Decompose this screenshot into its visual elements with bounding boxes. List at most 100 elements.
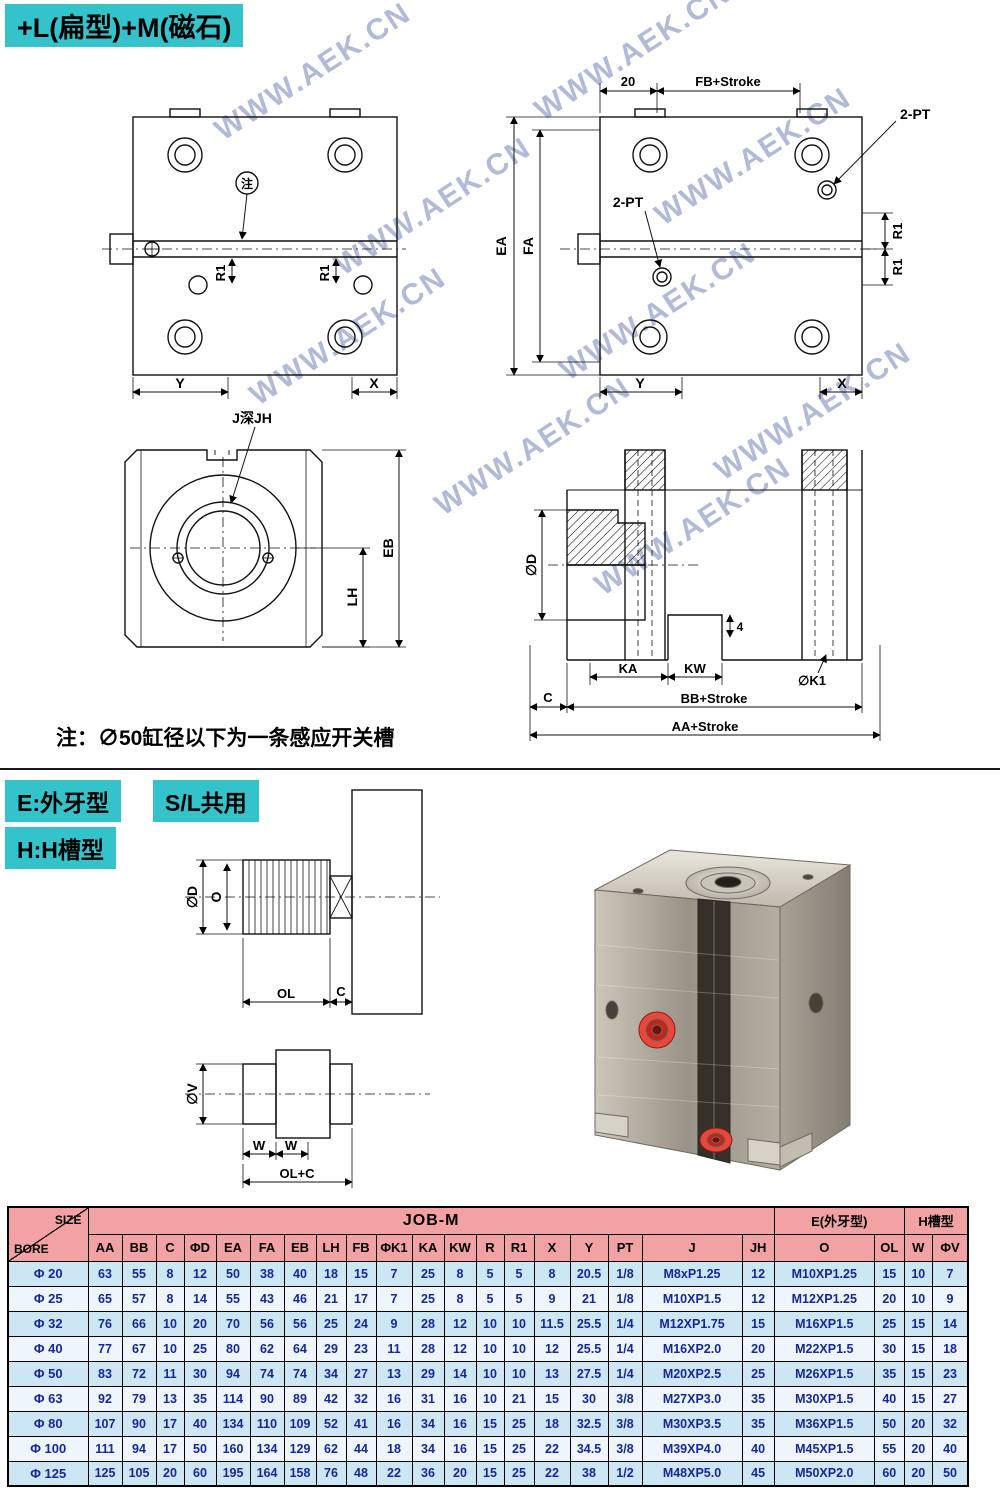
table-cell: 10 xyxy=(475,1335,505,1362)
front-view xyxy=(102,108,406,399)
section-dim-k1: ∅K1 xyxy=(798,673,826,688)
table-cell: M10XP1.25 xyxy=(773,1260,875,1287)
table-cell: 111 xyxy=(87,1435,123,1462)
table-cell: 20 xyxy=(443,1460,477,1487)
table-cell: M48XP5.0 xyxy=(641,1460,743,1487)
table-cell: 1/2 xyxy=(607,1460,643,1487)
column-header: X xyxy=(533,1233,571,1262)
table-cell: 55 xyxy=(215,1285,251,1312)
column-header: KW xyxy=(443,1233,477,1262)
table-cell: 92 xyxy=(87,1385,123,1412)
front-r1-label: R1 xyxy=(213,265,228,282)
table-cell: 3/8 xyxy=(607,1385,643,1412)
photo-screw-hole xyxy=(632,888,644,894)
row-size: Φ 32 xyxy=(7,1310,89,1337)
table-cell: 36 xyxy=(411,1460,445,1487)
table-cell: 1/4 xyxy=(607,1360,643,1387)
table-cell: 40 xyxy=(183,1410,217,1437)
table-cell: 12 xyxy=(183,1260,217,1287)
table-cell: 8 xyxy=(155,1260,185,1287)
table-cell: 12 xyxy=(741,1285,775,1312)
thread-dim-ol: OL xyxy=(277,986,295,1001)
table-cell: 110 xyxy=(249,1410,285,1437)
table-cell: 74 xyxy=(249,1360,285,1387)
side-dim-y: Y xyxy=(635,375,645,391)
column-header: R1 xyxy=(503,1233,535,1262)
section-dim-bb: BB+Stroke xyxy=(681,691,748,706)
table-cell: M30XP1.5 xyxy=(773,1385,875,1412)
table-cell: 60 xyxy=(183,1460,217,1487)
table-cell: 35 xyxy=(741,1385,775,1412)
side-dim-ea: EA xyxy=(493,236,509,255)
table-title: JOB-M xyxy=(87,1206,775,1235)
table-cell: 63 xyxy=(87,1260,123,1287)
groove-dim-v: ∅V xyxy=(184,1083,200,1105)
table-cell: 31 xyxy=(411,1385,445,1412)
table-cell: 10 xyxy=(503,1335,535,1362)
table-cell: 15 xyxy=(345,1260,377,1287)
table-cell: 7 xyxy=(375,1285,413,1312)
table-cell: 57 xyxy=(121,1285,157,1312)
column-header: J xyxy=(641,1233,743,1262)
table-cell: 25 xyxy=(503,1435,535,1462)
table-cell: 158 xyxy=(283,1460,317,1487)
table-cell: 12 xyxy=(533,1335,571,1362)
table-cell: 18 xyxy=(375,1435,413,1462)
column-header: AA xyxy=(87,1233,123,1262)
table-cell: M36XP1.5 xyxy=(773,1410,875,1437)
table-cell: 89 xyxy=(283,1385,317,1412)
table-cell: 44 xyxy=(345,1435,377,1462)
table-cell: 60 xyxy=(873,1460,905,1487)
bore-label: BORE xyxy=(14,1241,49,1256)
table-cell: 25 xyxy=(183,1335,217,1362)
table-cell: 32 xyxy=(345,1385,377,1412)
table-cell: 134 xyxy=(215,1410,251,1437)
table-cell: 12 xyxy=(443,1335,477,1362)
table-cell: 5 xyxy=(475,1285,505,1312)
table-cell: 16 xyxy=(443,1385,477,1412)
section-dim-c: C xyxy=(543,690,553,705)
table-cell: 50 xyxy=(215,1260,251,1287)
table-cell: 1/4 xyxy=(607,1335,643,1362)
table-cell: 45 xyxy=(741,1460,775,1487)
table-cell: 25.5 xyxy=(569,1335,609,1362)
table-cell: 20.5 xyxy=(569,1260,609,1287)
table-cell: 79 xyxy=(121,1385,157,1412)
groove-dim-w1: W xyxy=(253,1138,266,1153)
thread-dim-o: O xyxy=(208,891,224,902)
table-cell: 17 xyxy=(155,1410,185,1437)
table-cell: 22 xyxy=(375,1460,413,1487)
table-cell: 55 xyxy=(873,1435,905,1462)
column-header: EA xyxy=(215,1233,251,1262)
table-cell: 10 xyxy=(903,1260,933,1287)
table-cell: 5 xyxy=(475,1260,505,1287)
row-size: Φ 20 xyxy=(7,1260,89,1287)
group-e-header: E(外牙型) xyxy=(773,1206,905,1235)
table-cell: 67 xyxy=(121,1335,157,1362)
table-cell: M26XP1.5 xyxy=(773,1360,875,1387)
table-cell: 64 xyxy=(283,1335,317,1362)
groove-dim-w2: W xyxy=(285,1138,298,1153)
group-h-header: H槽型 xyxy=(903,1206,969,1235)
table-cell: M45XP1.5 xyxy=(773,1435,875,1462)
front-dim-y: Y xyxy=(175,375,185,391)
table-cell: 94 xyxy=(121,1435,157,1462)
table-cell: 27.5 xyxy=(569,1360,609,1387)
side-r1-label: R1 xyxy=(890,259,905,276)
column-header: R xyxy=(475,1233,505,1262)
side-view xyxy=(506,83,897,399)
table-cell: 25.5 xyxy=(569,1310,609,1337)
table-cell: M12XP1.75 xyxy=(641,1310,743,1337)
table-cell: 164 xyxy=(249,1460,285,1487)
photo-bottom-step xyxy=(594,1112,629,1138)
table-cell: 10 xyxy=(503,1360,535,1387)
badge-h-groove: H:H槽型 xyxy=(5,827,116,869)
groove-drawing xyxy=(185,1049,430,1188)
table-cell: 25 xyxy=(411,1260,445,1287)
